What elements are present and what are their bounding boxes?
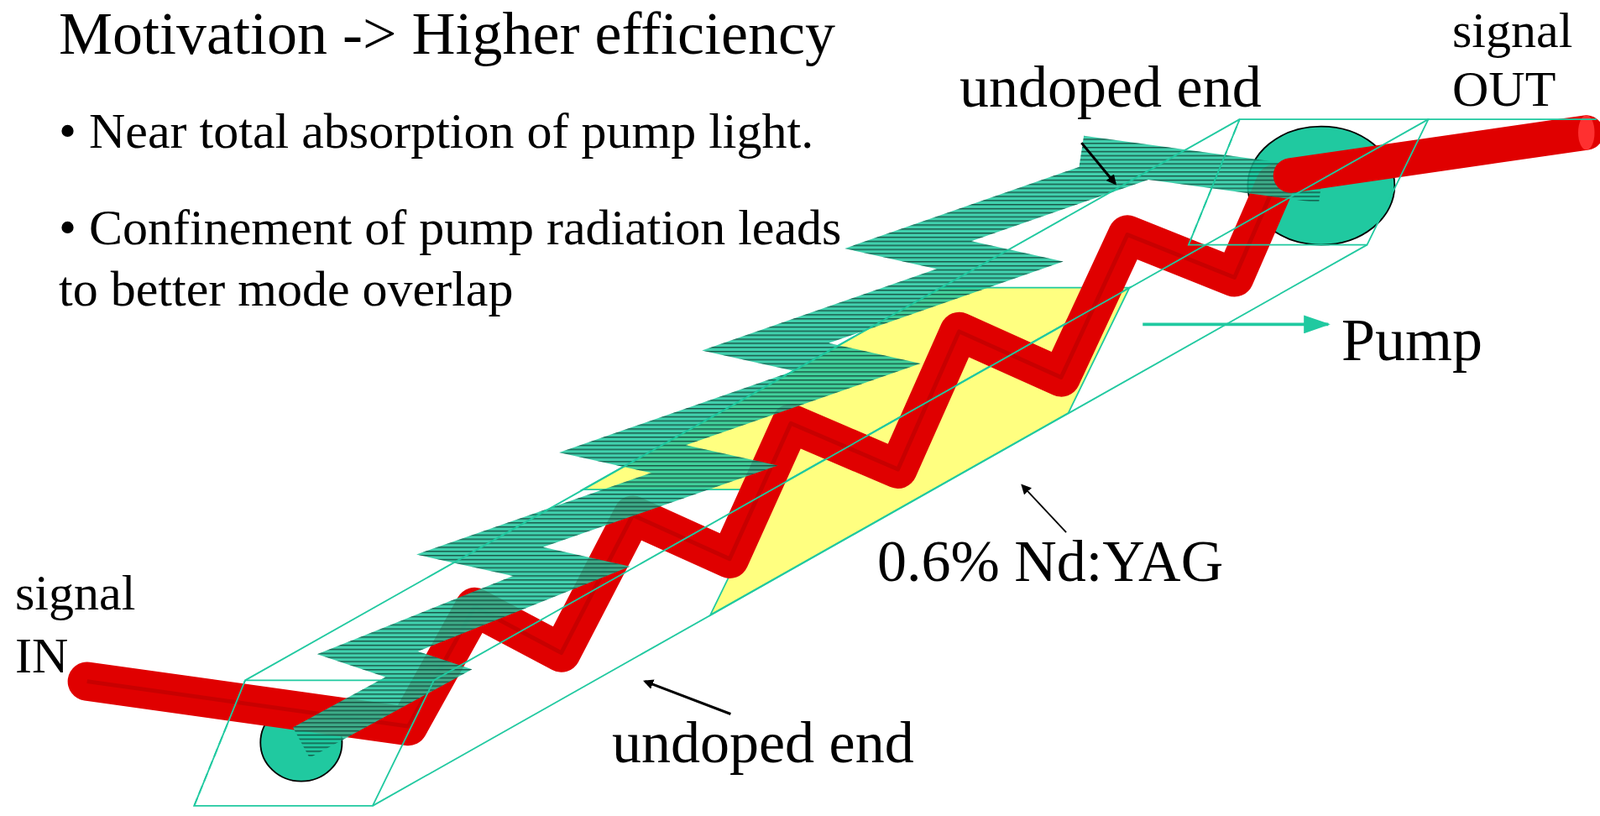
end-face (193, 679, 434, 806)
leader-arrow (644, 681, 731, 715)
leader-arrow (1081, 142, 1115, 184)
end-face (1188, 119, 1429, 245)
part-label: undoped end (959, 57, 1262, 117)
pump-arrow (1142, 323, 1329, 327)
beam-end (1578, 115, 1595, 150)
signal-label: signal IN (15, 561, 142, 688)
bullet-point: • Near total absorption of pump light. (58, 105, 814, 157)
leader-arrow (1022, 485, 1067, 533)
material-label: 0.6% Nd:YAG (877, 532, 1224, 591)
slab-edge (372, 245, 1368, 806)
signal-output-beam (1290, 132, 1586, 176)
slide-title: Motivation -> Higher efficiency (58, 3, 836, 64)
beam-label: Pump (1341, 309, 1483, 371)
bullet-point: • Confinement of pump radiation leads to… (58, 197, 879, 320)
signal-label: signal OUT (1452, 0, 1579, 119)
slab-edge (1427, 118, 1596, 121)
part-label: undoped end (611, 713, 915, 773)
